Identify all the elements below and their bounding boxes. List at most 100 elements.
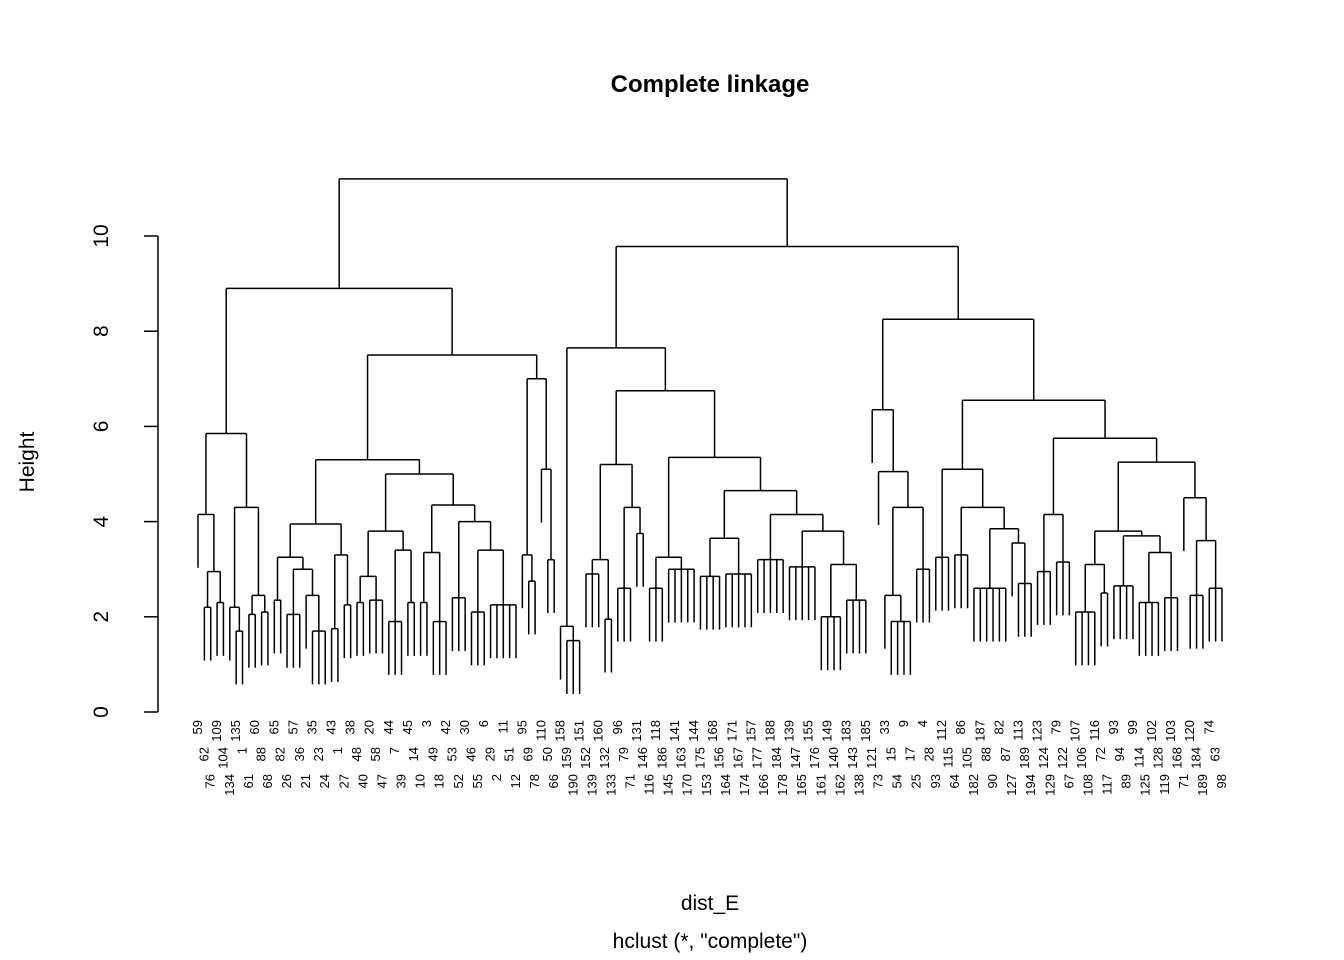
- leaf-label: 190: [565, 774, 580, 796]
- leaf-label: 156: [712, 747, 727, 769]
- leaf-label: 104: [215, 747, 230, 769]
- leaf-label: 132: [597, 747, 612, 769]
- leaf-label: 66: [546, 774, 561, 788]
- leaf-label: 28: [921, 747, 936, 761]
- leaf-label: 44: [381, 720, 396, 734]
- leaf-label: 95: [514, 720, 529, 734]
- leaf-label: 145: [661, 774, 676, 796]
- leaf-label: 58: [368, 747, 383, 761]
- leaf-label: 33: [877, 720, 892, 734]
- leaf-label: 73: [871, 774, 886, 788]
- leaf-label: 96: [610, 720, 625, 734]
- y-axis-label: Height: [16, 431, 39, 492]
- leaf-label: 82: [991, 720, 1006, 734]
- leaf-label: 155: [801, 720, 816, 742]
- leaf-label: 117: [1100, 774, 1115, 795]
- leaf-label: 157: [743, 720, 758, 742]
- leaf-label: 30: [457, 720, 472, 734]
- leaf-label: 144: [686, 720, 701, 742]
- leaf-label: 94: [1112, 747, 1127, 761]
- leaf-label: 89: [1119, 774, 1134, 788]
- y-tick-label: 6: [90, 421, 113, 433]
- leaf-label: 26: [279, 774, 294, 788]
- leaf-label: 15: [883, 747, 898, 761]
- leaf-label: 52: [451, 774, 466, 788]
- leaf-label: 176: [807, 747, 822, 769]
- leaf-label: 159: [559, 747, 574, 769]
- y-tick-label: 4: [90, 515, 113, 527]
- leaf-label: 68: [260, 774, 275, 788]
- leaf-label: 149: [820, 720, 835, 742]
- leaf-label: 105: [960, 747, 975, 769]
- leaf-label: 42: [438, 720, 453, 734]
- leaf-label: 36: [292, 747, 307, 761]
- leaf-label: 63: [1208, 747, 1223, 761]
- leaf-label: 170: [680, 774, 695, 796]
- y-tick-label: 0: [90, 706, 113, 718]
- leaf-label: 125: [1138, 774, 1153, 796]
- leaf-label: 174: [737, 774, 752, 796]
- leaf-label: 128: [1150, 747, 1165, 769]
- leaf-label: 62: [196, 747, 211, 761]
- leaf-label: 168: [1169, 747, 1184, 769]
- chart-title: Complete linkage: [611, 71, 810, 98]
- leaf-label: 61: [241, 774, 256, 788]
- leaf-label: 51: [502, 747, 517, 761]
- leaf-label: 118: [648, 720, 663, 741]
- leaf-label: 189: [1195, 774, 1210, 796]
- leaf-label: 35: [304, 720, 319, 734]
- leaf-label: 93: [928, 774, 943, 788]
- leaf-label: 184: [1189, 747, 1204, 769]
- leaf-label: 112: [934, 720, 949, 741]
- leaf-label: 53: [444, 747, 459, 761]
- leaf-label: 99: [1125, 720, 1140, 734]
- leaf-label: 17: [902, 747, 917, 761]
- leaf-label: 168: [705, 720, 720, 742]
- leaf-label: 79: [616, 747, 631, 761]
- leaf-label: 27: [336, 774, 351, 788]
- leaf-label: 165: [794, 774, 809, 796]
- leaf-label: 129: [1042, 774, 1057, 796]
- leaf-label: 120: [1182, 720, 1197, 742]
- leaf-label: 143: [845, 747, 860, 769]
- leaf-label: 122: [1055, 747, 1070, 769]
- leaf-label: 60: [247, 720, 262, 734]
- leaf-label: 10: [413, 774, 428, 788]
- dendrogram-tree: [197, 178, 1223, 694]
- leaf-label: 167: [731, 747, 746, 769]
- leaf-label: 49: [425, 747, 440, 761]
- leaf-label: 185: [858, 720, 873, 742]
- leaf-label: 2: [489, 774, 504, 781]
- leaf-label: 45: [400, 720, 415, 734]
- leaf-label: 1: [330, 747, 345, 754]
- leaf-label: 46: [463, 747, 478, 761]
- leaf-label: 93: [1106, 720, 1121, 734]
- leaf-label: 171: [724, 720, 739, 742]
- chart-subtitle: hclust (*, "complete"): [613, 930, 808, 953]
- leaf-label: 151: [572, 720, 587, 742]
- leaf-label: 164: [718, 774, 733, 796]
- leaf-label: 183: [839, 720, 854, 742]
- leaf-label: 18: [432, 774, 447, 788]
- leaf-label: 21: [298, 774, 313, 788]
- leaf-label: 186: [654, 747, 669, 769]
- leaf-label: 47: [374, 774, 389, 788]
- leaf-label: 113: [1010, 720, 1025, 741]
- leaf-label: 4: [915, 720, 930, 727]
- leaf-label: 98: [1214, 774, 1229, 788]
- leaf-label: 175: [692, 747, 707, 769]
- x-axis-label: dist_E: [681, 892, 739, 915]
- leaf-label: 103: [1163, 720, 1178, 742]
- leaf-label: 147: [788, 747, 803, 769]
- leaf-label: 108: [1080, 774, 1095, 796]
- leaf-label: 162: [832, 774, 847, 796]
- leaf-label: 78: [527, 774, 542, 788]
- leaf-label: 178: [775, 774, 790, 796]
- leaf-label: 40: [355, 774, 370, 788]
- leaf-label: 139: [584, 774, 599, 796]
- leaf-label: 138: [851, 774, 866, 796]
- leaf-label: 194: [1023, 774, 1038, 796]
- y-tick-label: 2: [90, 611, 113, 623]
- leaf-label: 7: [387, 747, 402, 754]
- leaf-label: 12: [508, 774, 523, 788]
